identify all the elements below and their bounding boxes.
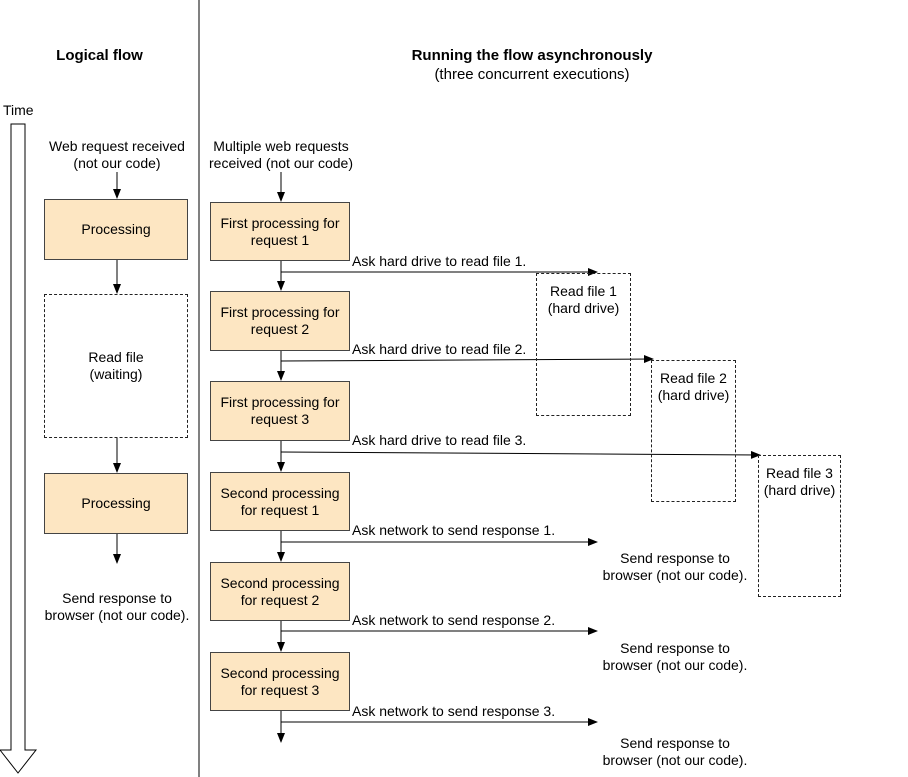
label-send-response-3: Ask network to send response 3. (352, 703, 556, 719)
label-read-file-2: Ask hard drive to read file 2. (352, 341, 527, 357)
label-send-response-2: Ask network to send response 2. (352, 612, 556, 628)
label-read-file-3: Ask hard drive to read file 3. (352, 432, 527, 448)
right-subheading: (three concurrent executions) (434, 66, 630, 83)
send-response-3-text: Send response to browser (not our code). (602, 735, 748, 768)
right-start-text: Multiple web requests received (not our … (209, 138, 353, 171)
first-processing-request-2: First processing for request 2 (210, 291, 350, 351)
second-processing-request-1: Second processing for request 1 (210, 472, 350, 531)
read-file-3-label: Read file 3 (hard drive) (763, 465, 836, 498)
first-processing-request-1: First processing for request 1 (210, 202, 350, 261)
left-processing-box-2: Processing (44, 473, 188, 534)
left-start-text: Web request received (not our code) (49, 138, 185, 171)
send-response-2-text: Send response to browser (not our code). (602, 640, 748, 673)
read-file-1-box: Read file 1 (hard drive) (536, 273, 631, 416)
left-processing-box-1: Processing (44, 199, 188, 260)
right-heading: Running the flow asynchronously (411, 47, 653, 64)
left-end-text: Send response to browser (not our code). (44, 590, 190, 623)
first-processing-request-3: First processing for request 3 (210, 381, 350, 441)
read-file-2-label: Read file 2 (hard drive) (657, 370, 730, 403)
time-label: Time (3, 102, 34, 118)
read-file-3-box: Read file 3 (hard drive) (758, 455, 841, 597)
label-read-file-1: Ask hard drive to read file 1. (352, 253, 527, 269)
left-heading: Logical flow (56, 47, 143, 64)
send-response-1-text: Send response to browser (not our code). (602, 550, 748, 583)
read-file-1-label: Read file 1 (hard drive) (547, 283, 620, 316)
arrow-read-file-3 (280, 450, 761, 459)
arrow-read-file-2 (280, 355, 654, 364)
left-read-file-box: Read file (waiting) (44, 294, 188, 438)
read-file-2-box: Read file 2 (hard drive) (651, 360, 736, 502)
second-processing-request-3: Second processing for request 3 (210, 652, 350, 711)
time-arrow (0, 123, 38, 774)
label-send-response-1: Ask network to send response 1. (352, 522, 556, 538)
second-processing-request-2: Second processing for request 2 (210, 562, 350, 621)
